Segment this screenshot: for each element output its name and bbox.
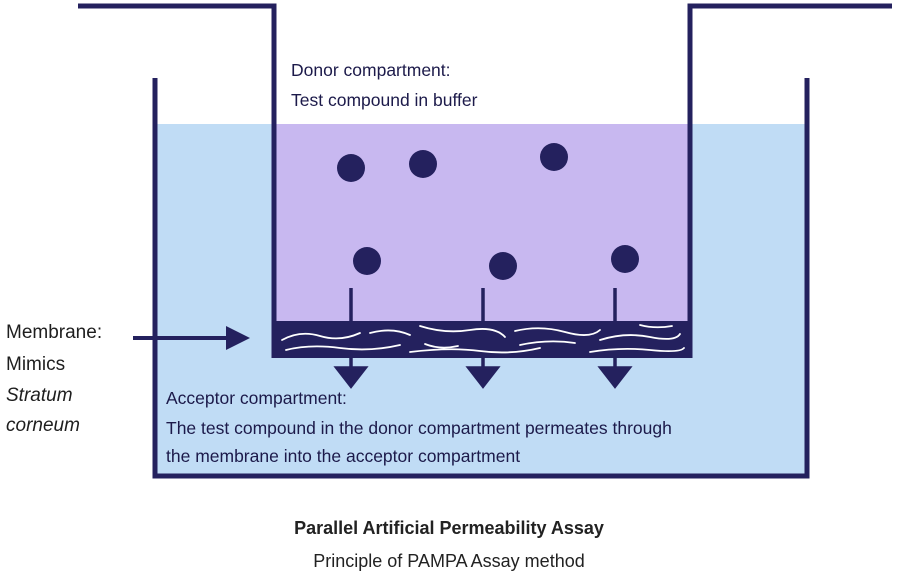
caption-subtitle: Principle of PAMPA Assay method: [313, 551, 585, 571]
acceptor-well: [152, 78, 810, 479]
membrane-fibers: [281, 324, 685, 354]
membrane-label-title: Membrane:: [6, 322, 103, 343]
membrane-label-line2: Mimics: [6, 354, 66, 375]
arrow-head-down: [465, 366, 501, 389]
molecule: [337, 154, 365, 182]
molecule: [409, 150, 437, 178]
acceptor-label-desc-1: The test compound in the donor compartme…: [166, 418, 672, 438]
molecule: [353, 247, 381, 275]
membrane-label-line3: Stratum: [6, 385, 73, 406]
molecule: [611, 245, 639, 273]
donor-label-title: Donor compartment:: [291, 60, 451, 80]
donor-insert-right-wall: [687, 3, 892, 358]
arrow-head-down: [597, 366, 633, 389]
caption-title: Parallel Artificial Permeability Assay: [294, 518, 604, 538]
membrane-label-line4: corneum: [6, 415, 80, 436]
permeation-stems: [349, 288, 617, 321]
test-compound-molecules: [337, 143, 639, 280]
molecule: [489, 252, 517, 280]
molecule: [540, 143, 568, 171]
donor-label-desc: Test compound in buffer: [291, 90, 478, 110]
arrow-head-down: [333, 366, 369, 389]
membrane: [274, 321, 690, 358]
permeation-arrows: [333, 358, 633, 389]
membrane-pointer-arrow: [133, 326, 250, 350]
acceptor-label-desc-2: the membrane into the acceptor compartme…: [166, 446, 521, 466]
donor-insert-left-wall: [78, 3, 277, 358]
acceptor-label-title: Acceptor compartment:: [166, 388, 347, 408]
